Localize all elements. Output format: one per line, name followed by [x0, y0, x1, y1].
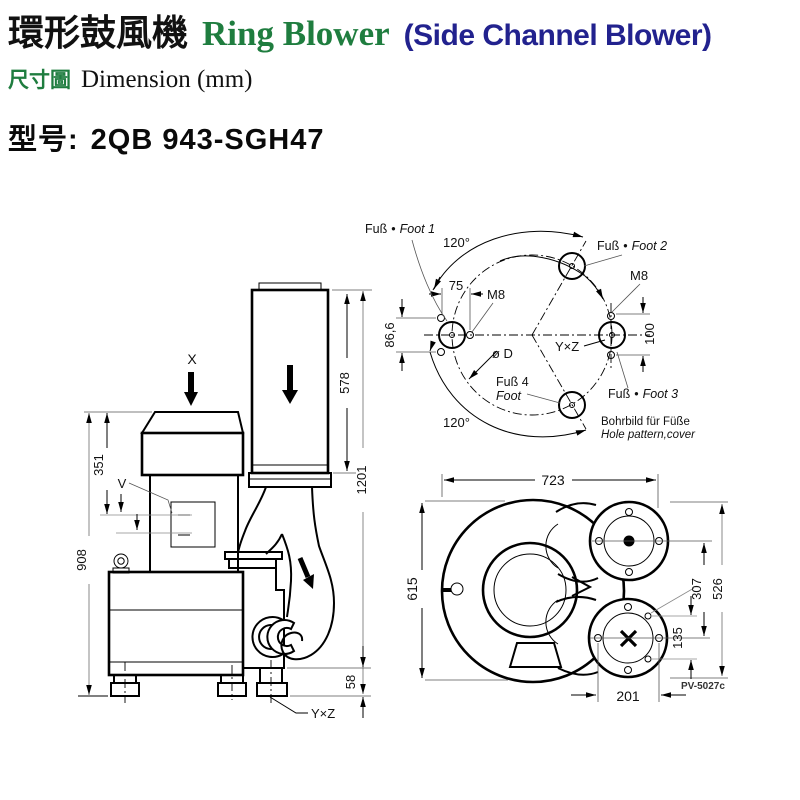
svg-text:Fuß 4: Fuß 4 — [496, 375, 529, 389]
model-number: 2QB 943-SGH47 — [90, 124, 325, 156]
svg-text:Fuß•Foot 3: Fuß•Foot 3 — [608, 387, 678, 401]
title-chinese: 環形鼓風機 — [8, 13, 189, 53]
dimension-caption-chinese: 尺寸圖 — [8, 69, 71, 92]
foot-bolt-label: Y×Z — [311, 706, 335, 721]
inlet-filter — [140, 411, 245, 477]
dim-100-label: 100 — [642, 323, 657, 345]
bolt-size-label: Y×Z — [555, 339, 579, 354]
dim-body-height: 908 — [74, 413, 92, 695]
m8-left-label: M8 — [487, 287, 505, 302]
svg-text:Fuß•Foot 2: Fuß•Foot 2 — [597, 239, 667, 253]
foot-hole-2 — [558, 252, 586, 280]
top-view-drawing: 723 615 526 307 13 — [404, 472, 728, 704]
foot4-label: Fuß 4 Foot — [496, 375, 561, 404]
impeller-ring — [481, 541, 579, 639]
model-label: 型号: — [8, 124, 79, 156]
inlet-label: X — [187, 351, 197, 367]
dim-1201: 1201 — [354, 466, 369, 495]
angle-bottom-label: 120° — [443, 415, 470, 430]
motor-label: V — [118, 476, 127, 491]
pitch-dia-label: ø D — [492, 346, 513, 361]
foot-hole-4 — [558, 391, 586, 419]
foot1-label: Fuß•Foot 1 — [365, 222, 448, 322]
dim-flange-span: 526 — [670, 501, 728, 679]
dim-100: 100 M8 — [611, 268, 657, 372]
discharge-flange — [224, 551, 283, 560]
dimension-caption-row: 尺寸圖 Dimension (mm) — [8, 64, 798, 94]
dim-depth: 615 — [404, 500, 508, 681]
caption-german: Bohrbild für Füße — [601, 416, 690, 428]
dim-muffler-height: 578 — [332, 289, 372, 474]
dim-307-label: 307 — [689, 578, 704, 600]
discharge-port-flange — [588, 500, 712, 582]
title-row: 環形鼓風機 Ring Blower (Side Channel Blower) — [8, 4, 798, 56]
muffler-flow-arrow — [282, 365, 298, 404]
title-subtitle: (Side Channel Blower) — [403, 19, 712, 52]
dim-135-label: 135 — [670, 627, 685, 649]
dim-filter-height: 351 — [84, 411, 152, 514]
dimension-caption-english: Dimension (mm) — [81, 66, 253, 93]
hole-pattern-diagram: 120° 120° 75 M8 86,6 100 M8 — [365, 222, 696, 441]
suction-port-flange — [587, 587, 710, 679]
pump-body — [107, 551, 285, 677]
discharge-pipe — [237, 486, 336, 661]
foot-hole-3 — [598, 312, 626, 359]
dim-58: 58 — [343, 675, 358, 689]
eyebolt — [112, 553, 130, 574]
dim-port-distance: 307 — [689, 543, 707, 636]
dim-201-label: 201 — [616, 688, 640, 704]
page-header: 環形鼓風機 Ring Blower (Side Channel Blower) … — [8, 4, 798, 158]
dim-86-label: 86,6 — [382, 322, 397, 347]
dim-86-6: 86,6 — [382, 299, 436, 371]
pump-feet — [78, 660, 288, 703]
inlet-arrow: X — [184, 351, 198, 406]
hose-rings — [251, 616, 296, 658]
dim-base-height: 58 — [287, 646, 371, 718]
dim-615-label: 615 — [404, 577, 420, 601]
dim-75-label: 75 — [449, 278, 463, 293]
v-reference: V — [100, 476, 192, 534]
dim-width: 723 — [441, 472, 659, 508]
pipe-flow-arrow — [297, 557, 314, 589]
title-english: Ring Blower — [202, 14, 390, 53]
dim-723-label: 723 — [541, 472, 565, 488]
housing-foot — [508, 642, 563, 668]
dim-351: 351 — [91, 454, 106, 476]
motor-column — [149, 475, 239, 572]
dim-526-label: 526 — [710, 578, 725, 600]
eyebolt-top — [442, 582, 464, 596]
dim-hole-span: 201 — [571, 643, 686, 704]
dim-75: 75 M8 — [429, 278, 505, 333]
foot2-label: Fuß•Foot 2 — [583, 239, 667, 267]
drawing-code: PV-5027c — [681, 681, 725, 692]
pitch-diameter-callout: ø D — [468, 346, 513, 380]
foot3-label: Fuß•Foot 3 — [608, 351, 678, 401]
svg-text:Fuß•Foot 1: Fuß•Foot 1 — [365, 222, 435, 236]
dim-578: 578 — [337, 372, 352, 394]
pitch-arc-arrow — [499, 255, 604, 300]
outlet-muffler — [248, 282, 332, 488]
dim-hole-offset: 135 — [652, 596, 697, 679]
model-row: 型号: 2QB 943-SGH47 — [8, 116, 798, 158]
m8-right-label: M8 — [630, 268, 648, 283]
terminal-box — [170, 501, 216, 548]
caption-english: Hole pattern,cover — [601, 429, 696, 441]
angle-arcs: 120° 120° — [429, 230, 604, 438]
angle-top-label: 120° — [443, 235, 470, 250]
svg-text:Foot: Foot — [496, 389, 522, 403]
hole-pattern-caption: Bohrbild für Füße Hole pattern,cover — [601, 416, 696, 441]
dim-total-height: 1201 — [354, 291, 369, 694]
dim-908: 908 — [74, 549, 89, 571]
side-view-drawing: X V — [74, 282, 372, 721]
foot-bolt-callout: Y×Z — [269, 696, 335, 721]
foot-hole-1 — [437, 314, 474, 356]
bolt-size-callout: Y×Z — [555, 339, 606, 354]
